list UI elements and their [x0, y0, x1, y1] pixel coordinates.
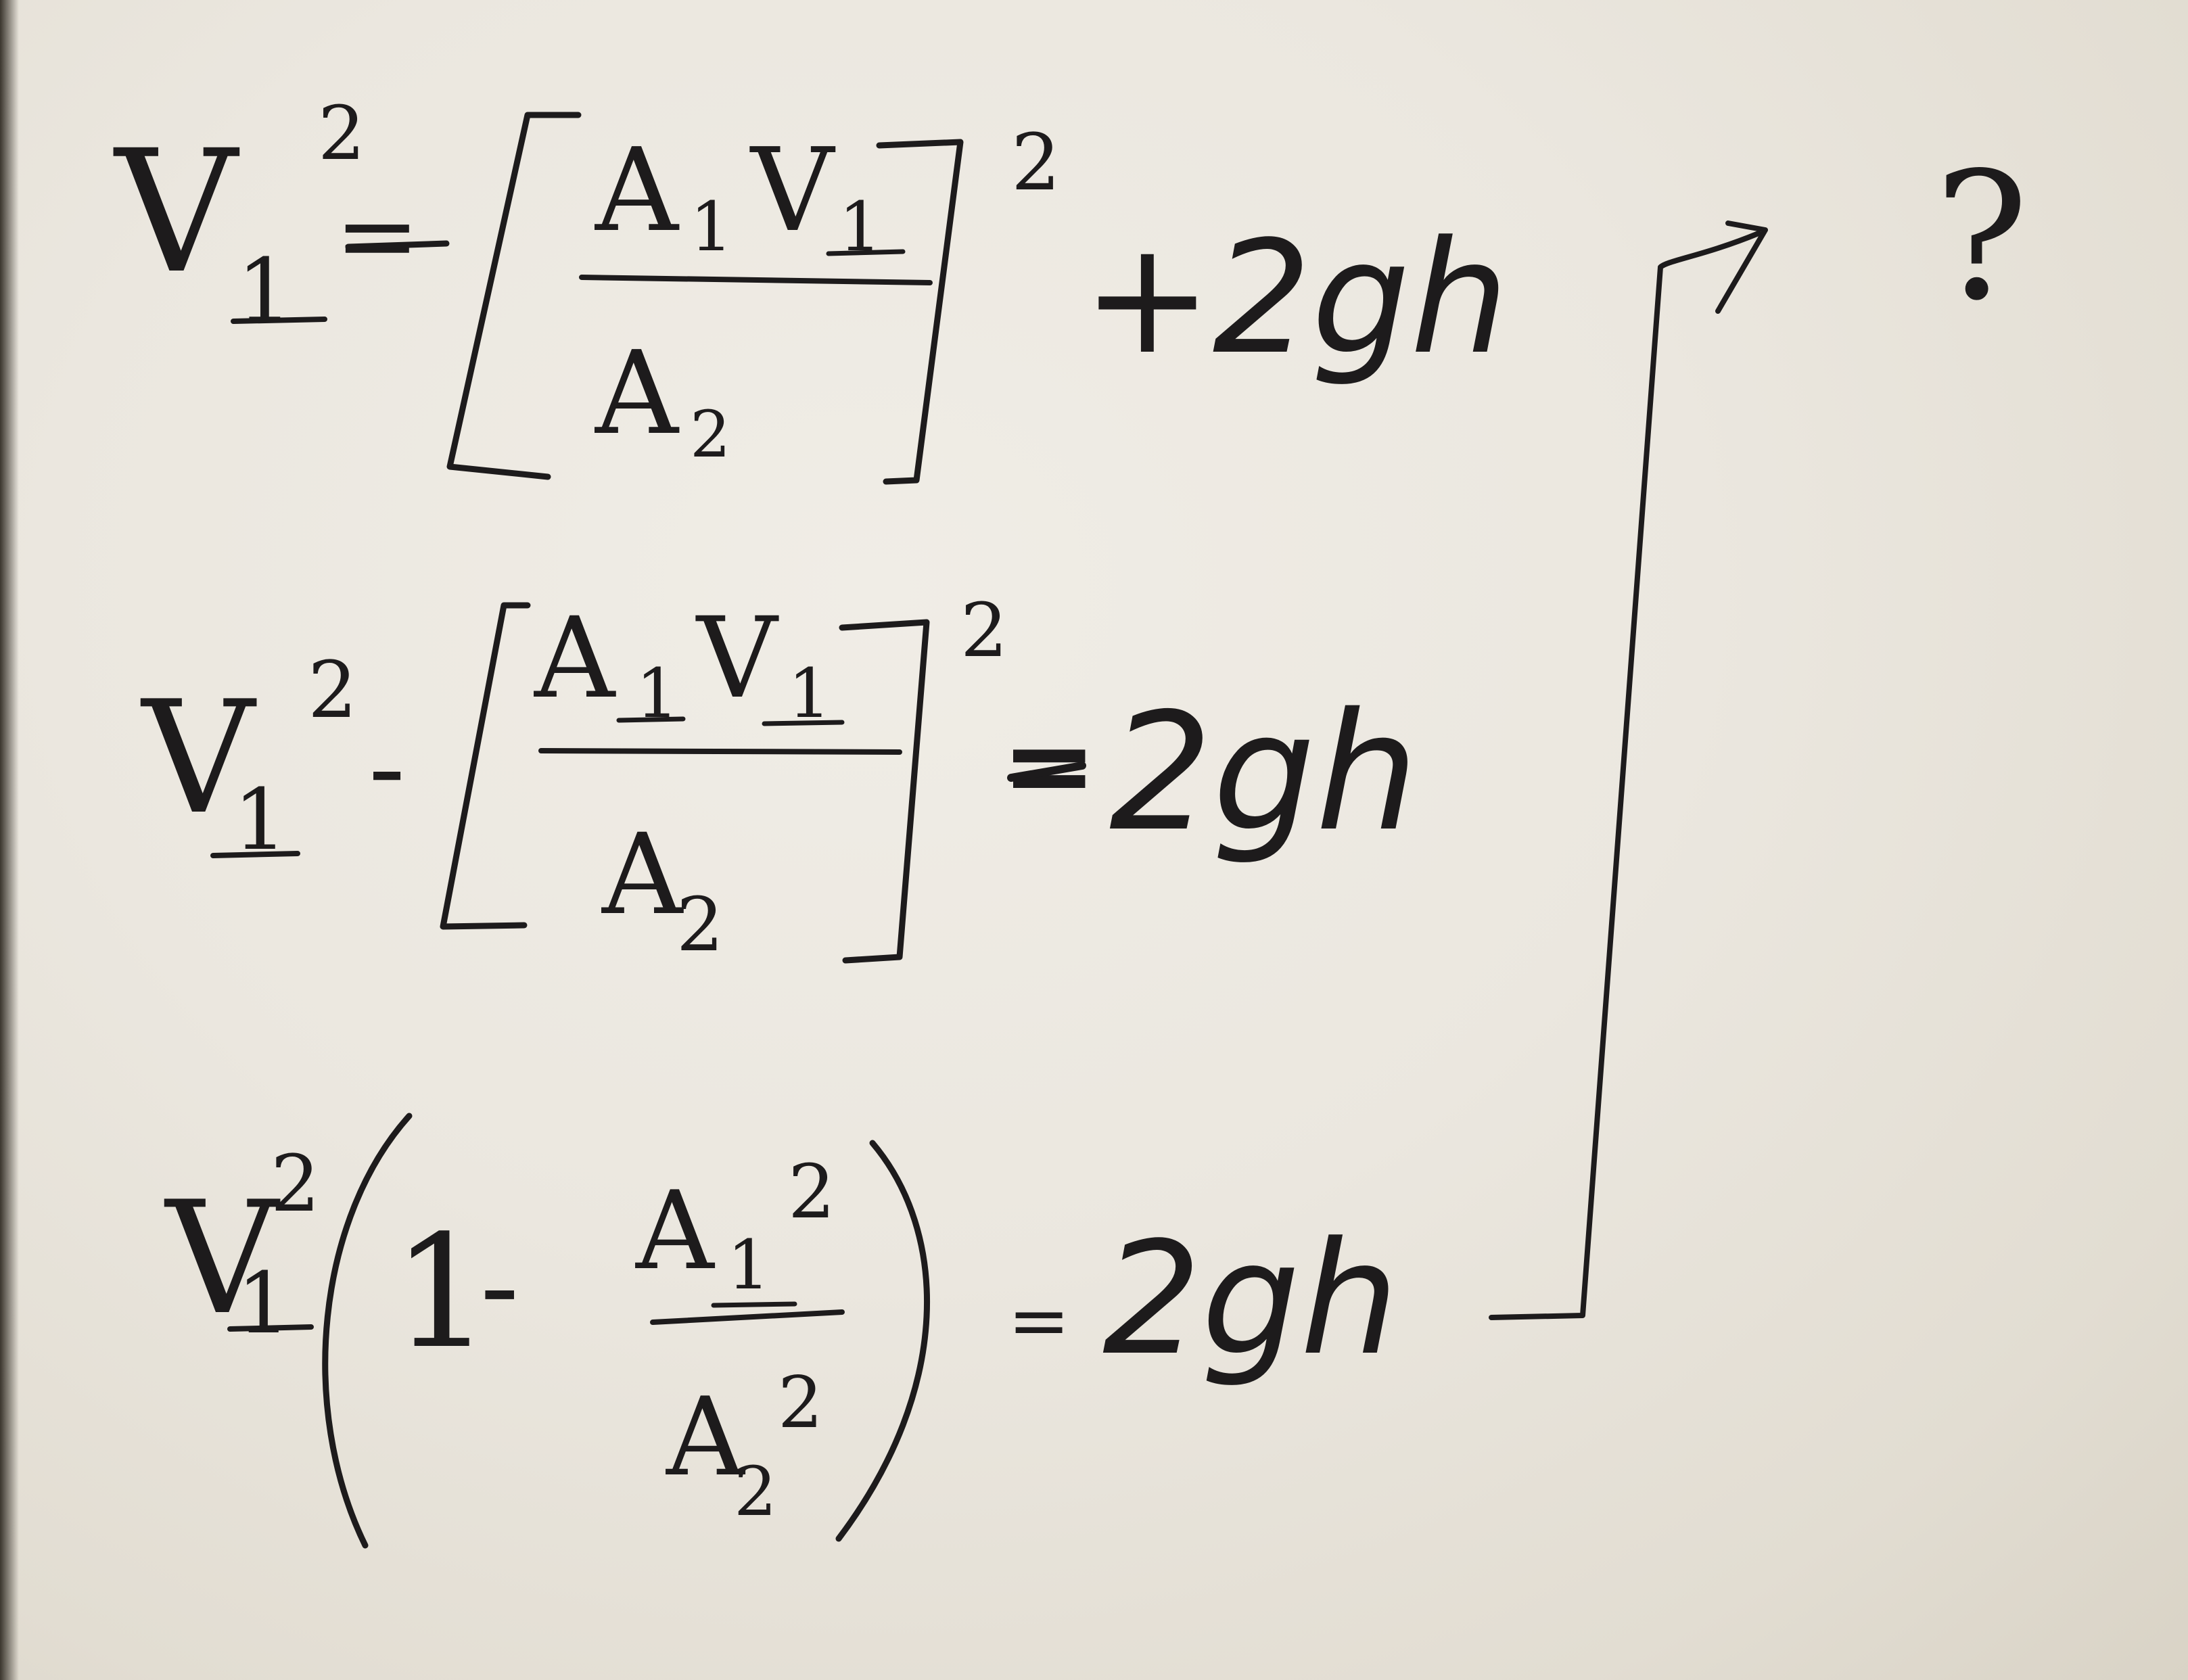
- eq3-right-paren: [835, 1140, 930, 1542]
- eq3-fraction-bar: [650, 1309, 845, 1325]
- eq2-right-bracket: [839, 619, 930, 964]
- eq2-left-bracket: [440, 602, 531, 930]
- eq1-lhs-exp: 2: [318, 90, 365, 177]
- eq2-lhs-sub-underline: [210, 851, 300, 858]
- eq3-one: 1: [392, 1203, 491, 1383]
- eq2-den-a-sub: 2: [676, 881, 724, 968]
- eq1-lhs-sub: 1: [237, 239, 293, 342]
- arrow-head: [1715, 220, 1768, 314]
- equation-1: V 1 2 = A 1 V 1 A 2 2 +2gh: [113, 90, 1509, 485]
- eq2-fraction-bar: [538, 748, 902, 755]
- eq1-tail: +2gh: [1082, 208, 1509, 389]
- eq1-fraction-bar: [579, 275, 933, 285]
- eq2-equals-scribble: [1007, 762, 1086, 782]
- eq1-lhs-base: V: [113, 114, 240, 310]
- eq2-num-a-sub-underline: [616, 716, 686, 723]
- eq2-rhs: 2gh: [1109, 678, 1418, 867]
- eq3-lhs-exp: 2: [271, 1139, 320, 1230]
- eq3-den-a-sub: 2: [734, 1452, 777, 1531]
- eq2-lhs-exp: 2: [308, 645, 357, 736]
- eq1-den-a-sub: 2: [690, 398, 730, 472]
- eq2-num-v: V: [695, 593, 779, 723]
- eq3-num-sub-underline: [711, 1301, 797, 1308]
- eq2-den-a: A: [601, 810, 684, 939]
- eq1-lhs-sub-underline: [231, 317, 327, 324]
- eq1-num-sub-underline: [826, 249, 906, 256]
- eq1-right-bracket: [876, 139, 964, 485]
- eq1-num-a: A: [595, 124, 680, 258]
- eq1-num-v: V: [749, 124, 836, 258]
- eq1-den-a: A: [595, 327, 680, 461]
- equation-2: V 1 2 - A 1 V 1 A 2 2 = 2gh: [140, 587, 1418, 968]
- eq3-lhs-sub-underline: [227, 1324, 314, 1332]
- eq2-minus: -: [369, 704, 405, 831]
- eq2-lhs-base: V: [140, 668, 257, 849]
- paper-shadow-edge: [0, 0, 19, 1680]
- eq1-equals: =: [335, 177, 420, 295]
- eq3-left-paren: [322, 1113, 413, 1549]
- eq3-equals: =: [1008, 1277, 1070, 1363]
- eq1-equals-extra: [345, 240, 450, 250]
- eq3-lhs-base: V: [164, 1169, 281, 1349]
- question-mark: ?: [1934, 135, 2028, 340]
- eq1-bracket-exp: 2: [1011, 118, 1061, 208]
- eq1-num-a-sub: 1: [690, 187, 733, 266]
- eq2-num-v-sub: 1: [788, 654, 831, 733]
- eq3-num-exp: 2: [788, 1148, 835, 1235]
- eq3-num-a: A: [635, 1167, 716, 1294]
- eq3-den-a: A: [666, 1374, 746, 1500]
- eq3-num-a-sub: 1: [727, 1226, 770, 1305]
- eq3-minus: -: [480, 1219, 519, 1353]
- eq2-num-a: A: [534, 593, 616, 723]
- eq3-lhs-sub: 1: [237, 1255, 291, 1353]
- equation-3: V 1 2 1 - A 1 2 A 2 2 = 2gh: [164, 1113, 1399, 1549]
- eq3-den-exp: 2: [778, 1361, 823, 1444]
- arrow-up-right-icon: [1489, 220, 1768, 1320]
- eq2-bracket-exp: 2: [960, 587, 1008, 674]
- eq3-rhs: 2gh: [1102, 1209, 1399, 1390]
- eq1-left-bracket: [446, 112, 582, 480]
- arrow-connector-line: [1489, 231, 1761, 1320]
- eq2-num-sub-underline: [762, 720, 845, 726]
